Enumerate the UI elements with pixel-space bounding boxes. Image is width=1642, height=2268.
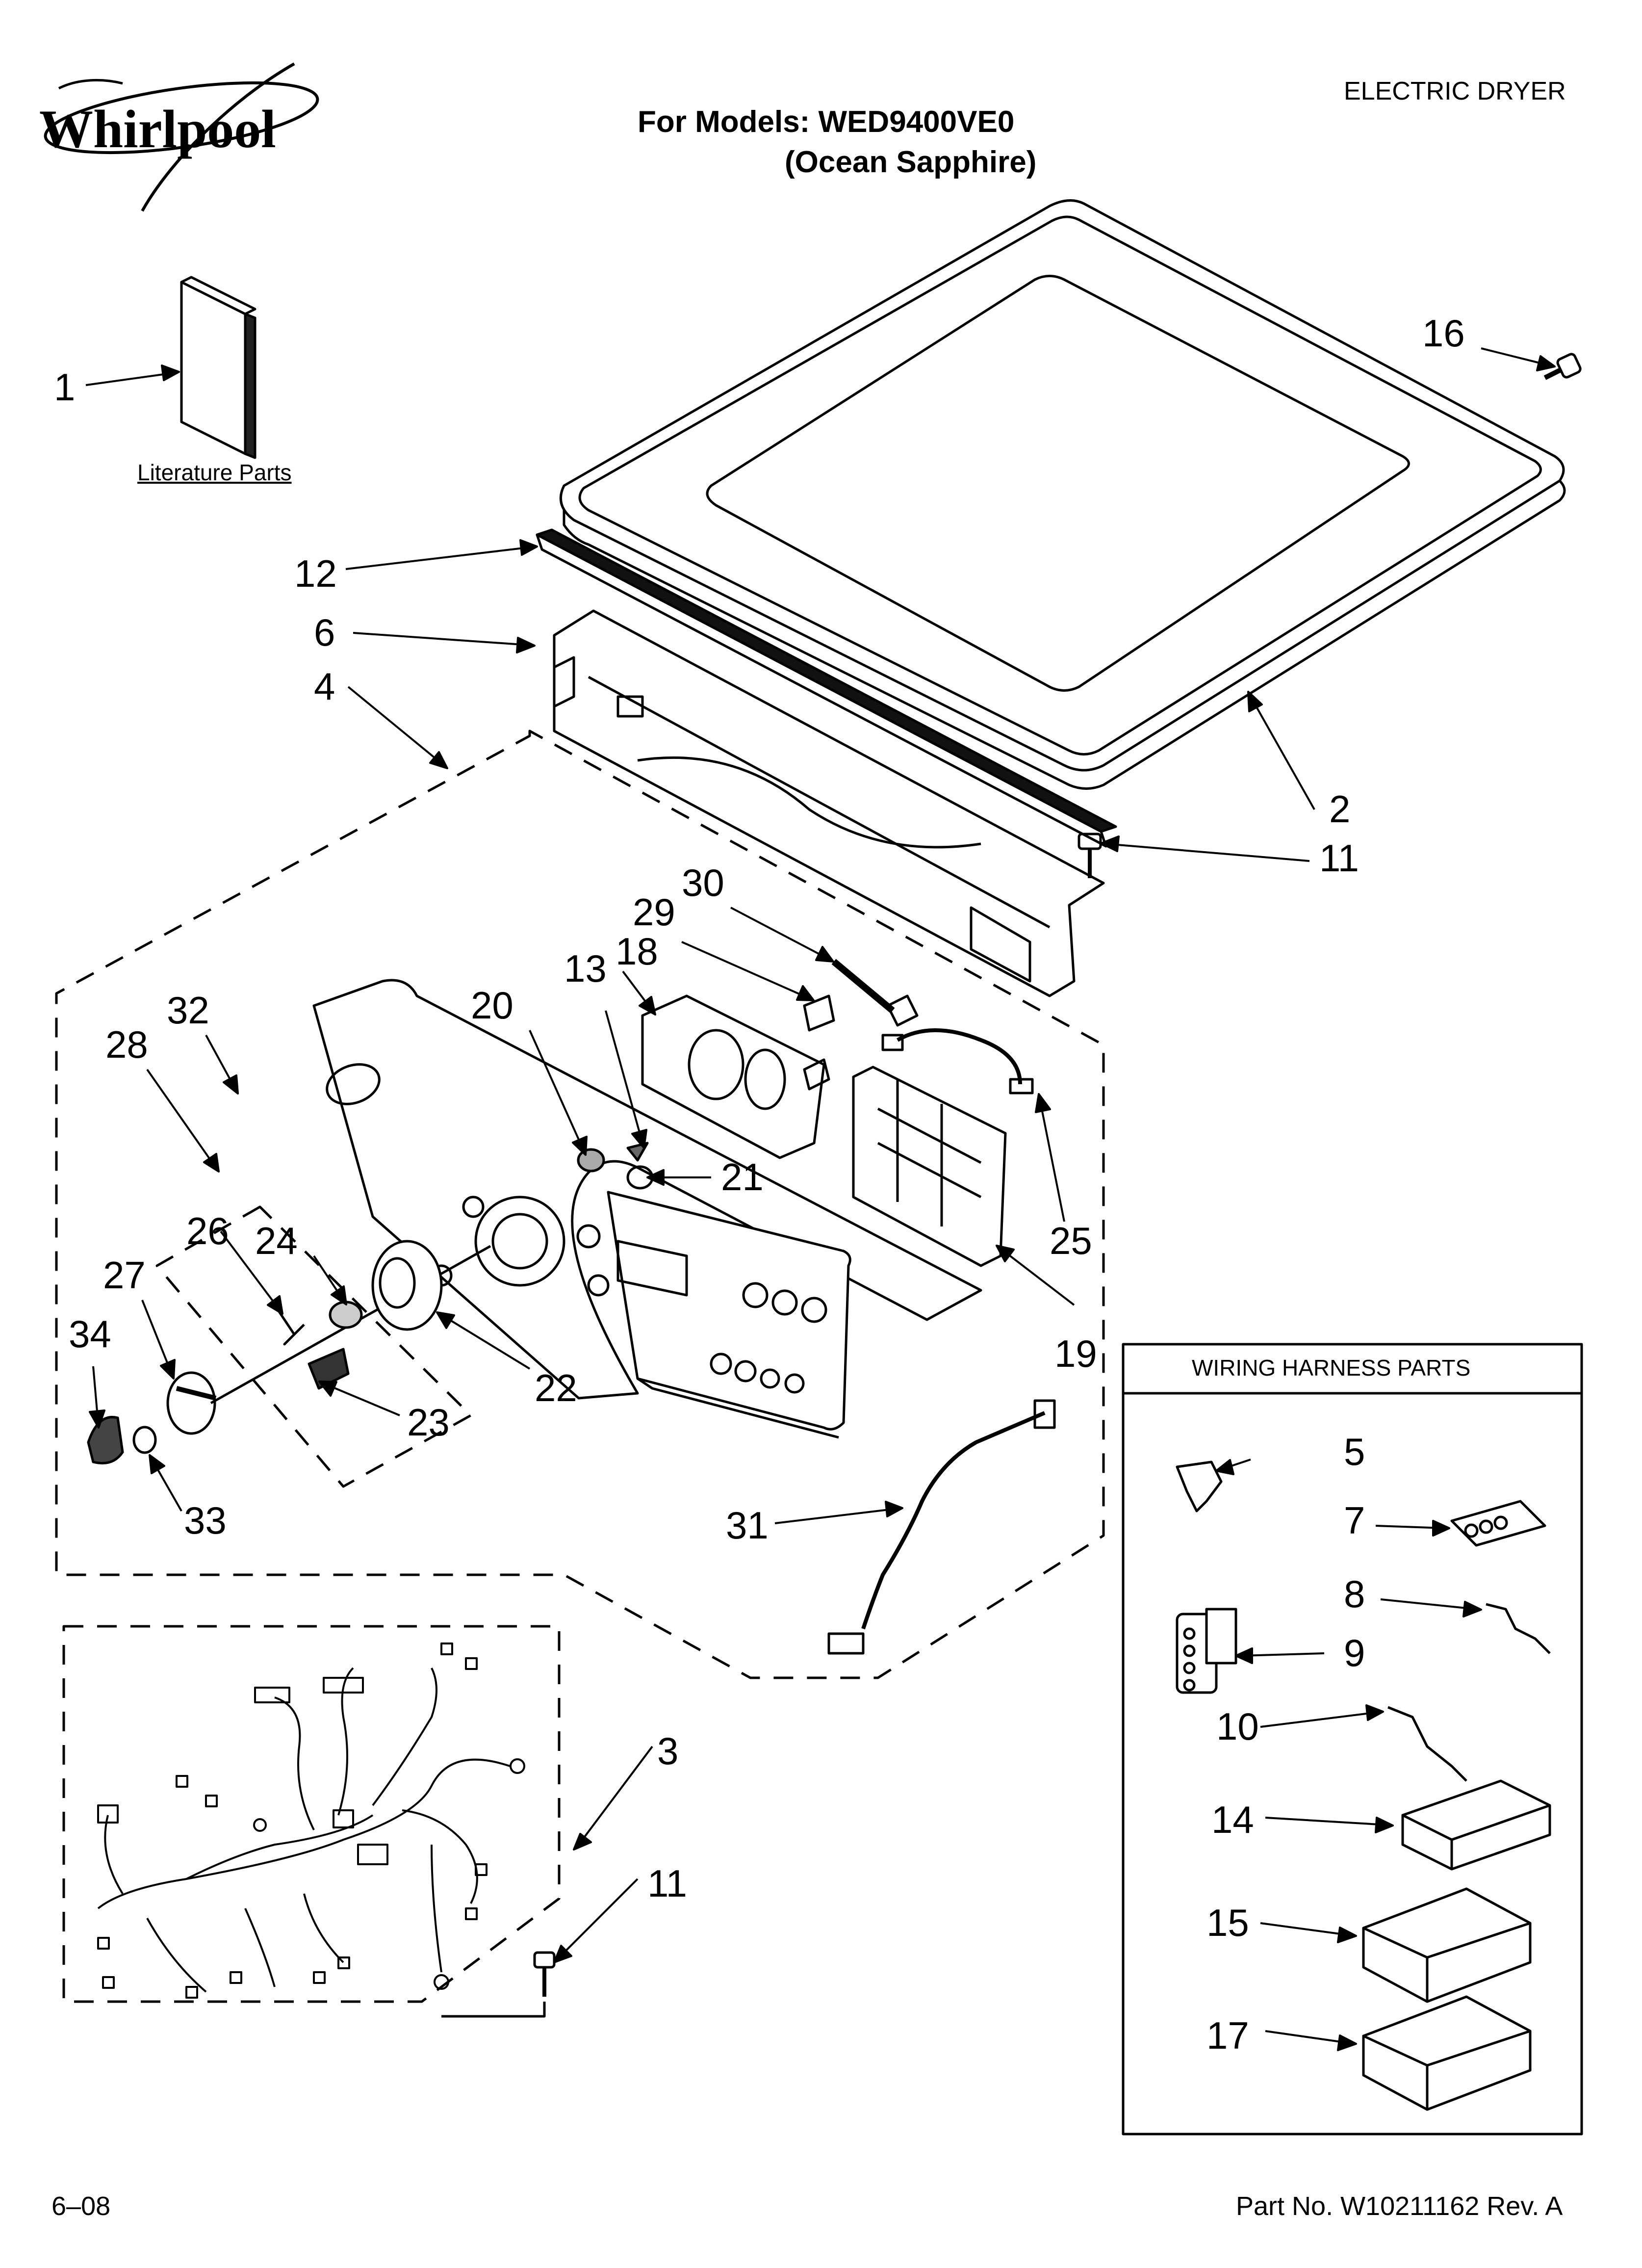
screw-upper (1078, 833, 1102, 878)
part-number: Part No. W10211162 Rev. A (1236, 2191, 1563, 2221)
callout-34: 34 (69, 1312, 111, 1356)
callout-3: 3 (657, 1729, 679, 1773)
callout-30: 30 (682, 861, 724, 904)
revision-date: 6–08 (51, 2191, 111, 2221)
callout-33: 33 (184, 1499, 227, 1542)
encoder-22 (371, 1240, 443, 1331)
callout-9: 9 (1344, 1631, 1365, 1674)
housing-15 (1362, 1887, 1532, 2003)
callout-24: 24 (255, 1219, 298, 1262)
callout-31: 31 (726, 1504, 769, 1547)
product-type: ELECTRIC DRYER (1344, 77, 1566, 105)
gear-24 (329, 1301, 363, 1329)
clip-29 (803, 994, 835, 1032)
knob-subassembly-boundary (155, 1205, 472, 1488)
console-panel (312, 979, 982, 1439)
callout-14: 14 (1211, 1798, 1254, 1841)
wiring-harness (97, 1642, 525, 1999)
callout-20: 20 (471, 984, 513, 1027)
callout-5: 5 (1344, 1430, 1365, 1473)
callout-2: 2 (1329, 787, 1351, 831)
wiring-harness-parts-box (1122, 1343, 1583, 2136)
callout-1: 1 (54, 365, 76, 409)
top-lid (559, 199, 1566, 790)
knob-cap (87, 1416, 124, 1464)
callout-6: 6 (314, 611, 335, 654)
control-board-18 (641, 994, 830, 1159)
callout-17: 17 (1206, 2014, 1249, 2057)
callout-26: 26 (186, 1209, 229, 1252)
console-bracket (553, 609, 1105, 997)
color-line: (Ocean Sapphire) (785, 145, 1037, 179)
callout-21: 21 (721, 1155, 764, 1199)
literature-book (180, 276, 257, 459)
literature-parts-label: Literature Parts (137, 460, 292, 485)
housing-14 (1401, 1779, 1551, 1871)
spring-26 (273, 1304, 305, 1346)
terminal-10 (1387, 1706, 1467, 1782)
tie-strap-30 (831, 959, 895, 1014)
harness-boundary (62, 1625, 561, 2003)
control-board-19 (852, 1066, 1007, 1267)
front-strip (536, 528, 1117, 848)
callout-13: 13 (564, 947, 607, 990)
screw-16 (1543, 353, 1582, 380)
wire-31 (861, 1411, 1046, 1630)
wiring-harness-parts-title: WIRING HARNESS PARTS (1192, 1355, 1471, 1381)
screw-lower (441, 1951, 556, 2018)
callout-11-upper: 11 (1319, 836, 1359, 880)
callout-7: 7 (1344, 1499, 1365, 1542)
callout-8: 8 (1344, 1572, 1365, 1616)
connector-9 (1176, 1608, 1237, 1694)
callout-11-lower: 11 (647, 1862, 687, 1905)
callout-15: 15 (1206, 1901, 1249, 1944)
washer-33 (132, 1426, 157, 1454)
callout-32: 32 (167, 989, 209, 1032)
callout-22: 22 (535, 1366, 577, 1409)
whirlpool-logo: Whirlpool (39, 62, 319, 212)
callout-29: 29 (633, 890, 675, 934)
housing-17 (1362, 1995, 1532, 2111)
callout-10: 10 (1216, 1705, 1259, 1748)
terminal-8 (1486, 1603, 1551, 1654)
models-line: For Models: WED9400VE0 (638, 105, 1015, 139)
connector-7 (1450, 1500, 1546, 1547)
callout-28: 28 (105, 1023, 148, 1066)
callout-25: 25 (1050, 1219, 1092, 1262)
switch-23 (308, 1348, 350, 1390)
logo-wordmark: Whirlpool (39, 99, 276, 159)
console-assembly-boundary (55, 730, 1105, 1679)
wire-25 (897, 1028, 1022, 1085)
callout-19: 19 (1054, 1332, 1097, 1375)
leader-lines (85, 347, 1556, 2051)
callout-16: 16 (1422, 312, 1465, 355)
callout-12: 12 (294, 552, 337, 595)
callout-4: 4 (314, 665, 335, 708)
callout-27: 27 (103, 1253, 146, 1297)
callout-18: 18 (616, 930, 658, 973)
clip-5 (1176, 1460, 1223, 1512)
callout-23: 23 (407, 1401, 450, 1444)
